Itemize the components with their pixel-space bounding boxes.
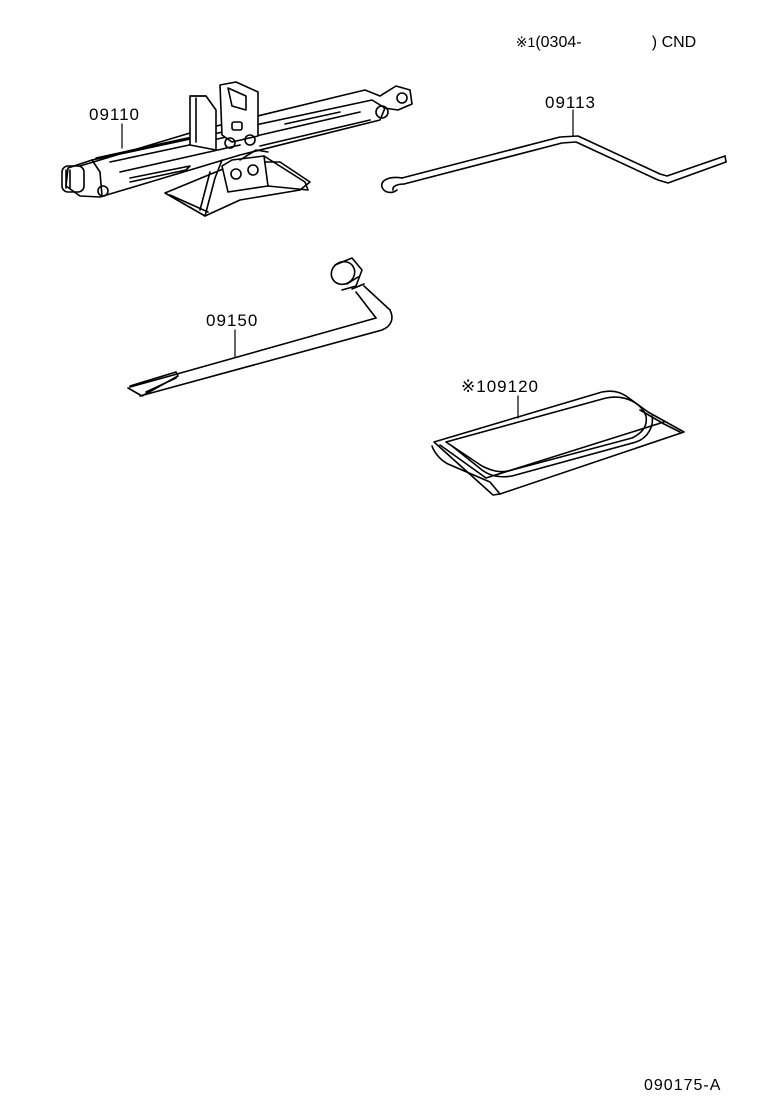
scissor-jack-illustration[interactable] (61, 81, 413, 217)
illustration-code: 090175-A (644, 1077, 722, 1094)
note-range-close: ) (651, 34, 658, 51)
part-label-09113[interactable]: 09113 (545, 93, 597, 112)
note-mark: ※1 (515, 34, 536, 50)
applicability-note-close: ) CND (634, 19, 696, 67)
note-range-open: (0304- (535, 34, 582, 51)
part-label-09150[interactable]: 09150 (206, 311, 259, 330)
tool-bag-illustration[interactable] (431, 390, 685, 496)
note-market: CND (661, 34, 697, 51)
wheel-nut-wrench-illustration[interactable] (127, 257, 393, 397)
applicability-note: ※1(0304- (498, 19, 582, 67)
part-label-09110[interactable]: 09110 (89, 105, 141, 124)
jack-handle-illustration[interactable] (380, 109, 727, 194)
part-label-09120[interactable]: ※109120 (461, 377, 539, 396)
